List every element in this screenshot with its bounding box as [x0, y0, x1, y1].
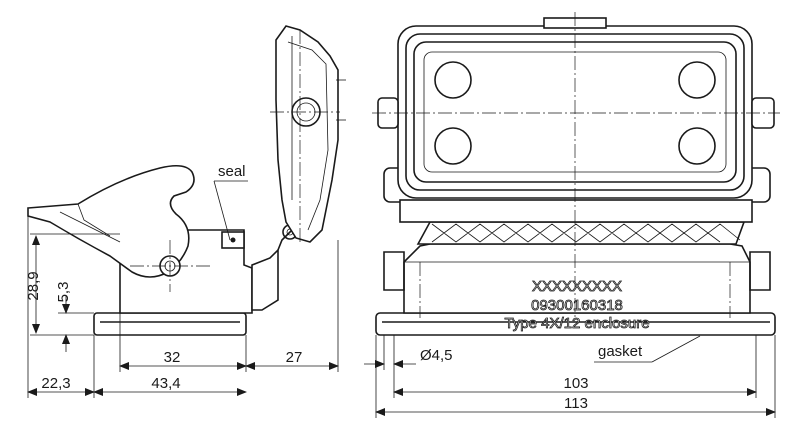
marking-code: XXXXXXXXX [532, 278, 622, 295]
locking-lever [27, 164, 195, 278]
dim-22-3: 22,3 [41, 375, 70, 392]
dim-32: 32 [164, 349, 181, 366]
cable-hole-br [678, 127, 716, 165]
dim-hole-dia: Ø4,5 [420, 347, 453, 364]
cable-hole-tl [434, 61, 472, 99]
dim-43-4: 43,4 [151, 375, 180, 392]
side-base-plate [93, 312, 247, 336]
dim-28-9: 28,9 [25, 271, 42, 300]
marking-part-number: 09300160318 [531, 297, 623, 314]
gasket-ribs [431, 223, 741, 243]
marking-type: Type 4X/12 enclosure [504, 315, 649, 332]
dim-103: 103 [563, 375, 588, 392]
seal-label: seal [218, 163, 246, 180]
front-dimensions: Ø4,5 gasket 103 113 [364, 335, 776, 418]
dim-113: 113 [564, 395, 588, 412]
dim-5-3: 5,3 [55, 282, 72, 303]
cable-hole-bl [434, 127, 472, 165]
dim-27: 27 [286, 349, 303, 366]
open-lid [275, 25, 339, 243]
side-dimensions: 28,9 5,3 32 27 22,3 43,4 [25, 216, 339, 398]
cable-hole-tr [678, 61, 716, 99]
side-view: seal [27, 25, 346, 336]
front-view: XXXXXXXXX 09300160318 Type 4X/12 enclosu… [372, 12, 780, 336]
gasket-label: gasket [598, 343, 643, 360]
